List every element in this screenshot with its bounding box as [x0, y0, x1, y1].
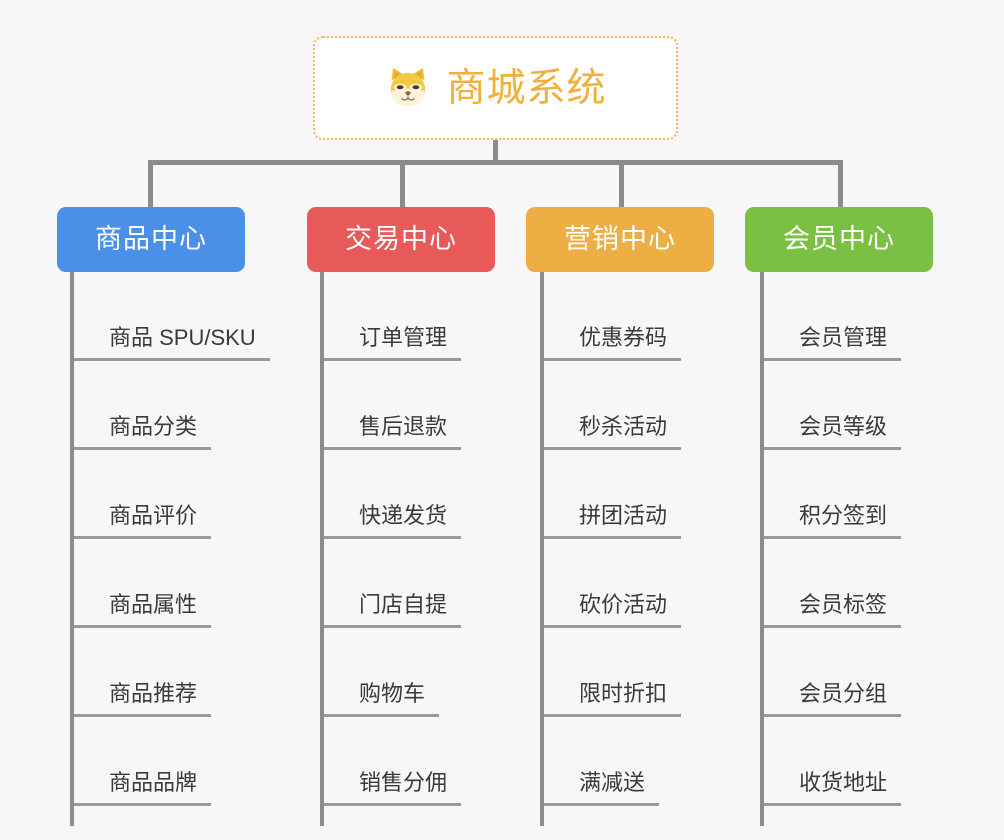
leaf-label: 砍价活动 [579, 592, 668, 617]
leaf-underline [764, 536, 902, 539]
leaf-item[interactable]: 积分签到 [764, 450, 902, 539]
leaf-label: 购物车 [359, 681, 426, 706]
leaf-item[interactable]: 商品属性 [74, 539, 212, 628]
leaf-item[interactable]: 商品评价 [74, 450, 212, 539]
leaf-underline [764, 625, 902, 628]
drop-connector-3 [619, 160, 624, 207]
leaf-label: 商品分类 [109, 414, 198, 439]
leaf-underline [74, 447, 212, 450]
leaf-underline [544, 447, 682, 450]
leaf-underline [324, 625, 462, 628]
leaf-underline [544, 358, 682, 361]
category-box-marketing[interactable]: 营销中心 [526, 207, 714, 272]
root-title: 商城系统 [446, 66, 607, 110]
leaf-label: 商品推荐 [109, 681, 198, 706]
leaf-underline [74, 625, 212, 628]
leaf-underline [324, 536, 462, 539]
leaf-underline [764, 358, 902, 361]
leaf-item[interactable]: 优惠券码 [544, 272, 682, 361]
column-spine [760, 272, 764, 826]
leaf-underline [764, 714, 902, 717]
leaf-underline [764, 803, 902, 806]
column-spine [540, 272, 544, 826]
leaf-item[interactable]: 商品 SPU/SKU [74, 272, 270, 361]
leaf-item[interactable]: 拼团活动 [544, 450, 682, 539]
leaf-item[interactable]: 购物车 [324, 628, 440, 717]
leaf-item[interactable]: 快递发货 [324, 450, 462, 539]
leaf-label: 会员等级 [799, 414, 888, 439]
column-spine [320, 272, 324, 826]
leaf-label: 秒杀活动 [579, 414, 668, 439]
leaf-label: 门店自提 [359, 592, 448, 617]
leaf-label: 商品 SPU/SKU [109, 325, 256, 350]
leaf-label: 会员标签 [799, 592, 888, 617]
leaf-underline [74, 714, 212, 717]
leaf-underline [74, 803, 212, 806]
leaf-underline [544, 803, 660, 806]
horizontal-bus-connector [148, 160, 843, 165]
leaf-underline [764, 447, 902, 450]
leaf-underline [544, 714, 682, 717]
category-label: 商品中心 [95, 224, 207, 254]
category-box-trade[interactable]: 交易中心 [307, 207, 495, 272]
leaf-item[interactable]: 商品推荐 [74, 628, 212, 717]
leaf-label: 快递发货 [359, 503, 448, 528]
leaf-item[interactable]: 门店自提 [324, 539, 462, 628]
leaf-underline [324, 447, 462, 450]
category-label: 营销中心 [564, 224, 676, 254]
drop-connector-1 [148, 160, 153, 207]
leaf-item[interactable]: 会员分组 [764, 628, 902, 717]
leaf-underline [74, 358, 270, 361]
leaf-label: 商品品牌 [109, 770, 198, 795]
leaf-label: 会员分组 [799, 681, 888, 706]
column-spine [70, 272, 74, 826]
leaf-underline [324, 714, 440, 717]
leaf-underline [324, 358, 462, 361]
leaf-label: 优惠券码 [579, 325, 668, 350]
leaf-underline [544, 536, 682, 539]
leaf-item[interactable]: 限时折扣 [544, 628, 682, 717]
drop-connector-2 [400, 160, 405, 207]
leaf-label: 商品属性 [109, 592, 198, 617]
leaf-label: 限时折扣 [579, 681, 668, 706]
leaf-item[interactable]: 商品品牌 [74, 717, 212, 806]
leaf-label: 会员管理 [799, 325, 888, 350]
leaf-item[interactable]: 销售分佣 [324, 717, 462, 806]
root-node[interactable]: 商城系统 [313, 36, 678, 140]
category-label: 会员中心 [783, 224, 895, 254]
leaf-label: 订单管理 [359, 325, 448, 350]
leaf-item[interactable]: 秒杀活动 [544, 361, 682, 450]
leaf-label: 收货地址 [799, 770, 888, 795]
leaf-underline [544, 625, 682, 628]
root-stem-connector [493, 140, 498, 165]
category-box-member[interactable]: 会员中心 [745, 207, 933, 272]
leaf-label: 售后退款 [359, 414, 448, 439]
drop-connector-4 [838, 160, 843, 207]
leaf-label: 商品评价 [109, 503, 198, 528]
category-label: 交易中心 [345, 224, 457, 254]
leaf-underline [74, 536, 212, 539]
leaf-label: 满减送 [579, 770, 646, 795]
leaf-item[interactable]: 会员标签 [764, 539, 902, 628]
leaf-item[interactable]: 商品分类 [74, 361, 212, 450]
leaf-item[interactable]: 会员等级 [764, 361, 902, 450]
leaf-item[interactable]: 收货地址 [764, 717, 902, 806]
leaf-item[interactable]: 会员管理 [764, 272, 902, 361]
leaf-label: 积分签到 [799, 503, 888, 528]
leaf-underline [324, 803, 462, 806]
leaf-item[interactable]: 砍价活动 [544, 539, 682, 628]
shiba-dog-icon [391, 67, 426, 106]
leaf-item[interactable]: 订单管理 [324, 272, 462, 361]
category-box-product[interactable]: 商品中心 [57, 207, 245, 272]
leaf-label: 拼团活动 [579, 503, 668, 528]
leaf-item[interactable]: 售后退款 [324, 361, 462, 450]
leaf-item[interactable]: 满减送 [544, 717, 660, 806]
leaf-label: 销售分佣 [359, 770, 448, 795]
